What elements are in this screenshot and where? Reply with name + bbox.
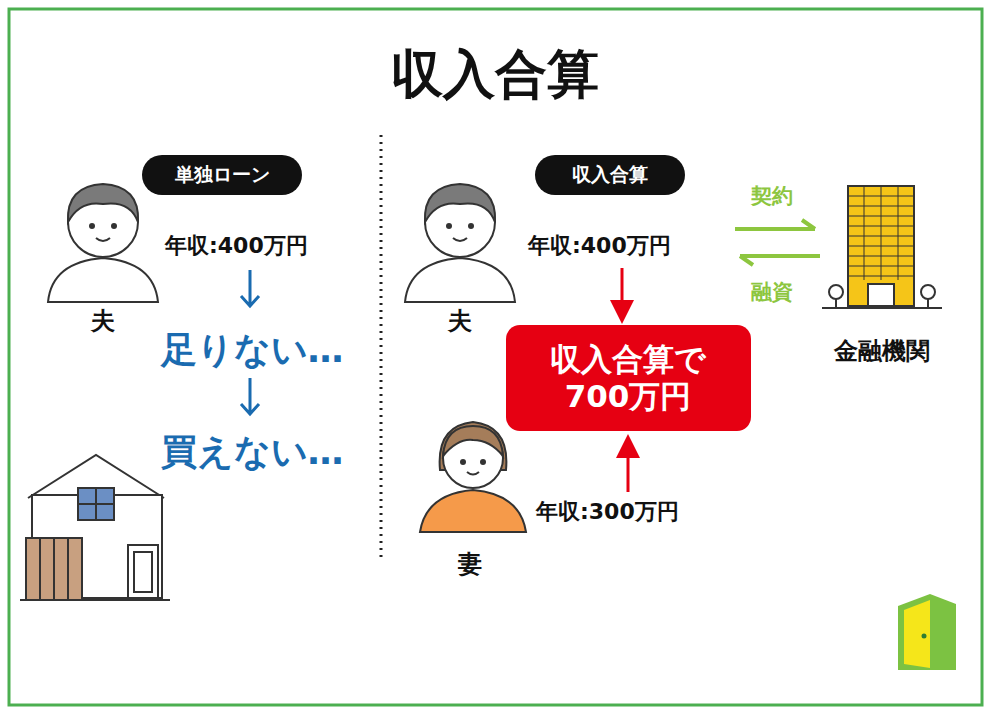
income-label: 年収:300万円 [536, 499, 679, 524]
husband-figure [48, 184, 158, 302]
exchange-arrows [735, 220, 820, 265]
flow-label: 融資 [751, 280, 793, 304]
husband-figure [405, 184, 515, 302]
bank-building [822, 186, 942, 308]
income-label: 年収:400万円 [165, 233, 308, 258]
label-pill: 収入合算 [535, 155, 685, 195]
title: 収入合算 [391, 45, 599, 105]
node-text: 収入合算で 700万円 [550, 341, 706, 415]
red-arrow [621, 268, 624, 312]
institution-label: 金融機関 [834, 338, 930, 366]
flow-label: 契約 [751, 184, 793, 208]
frame [9, 9, 982, 705]
red-arrow [627, 446, 630, 492]
node-text: 単独ローン [175, 162, 270, 188]
result-box: 収入合算で 700万円 [506, 325, 751, 431]
node-text: 収入合算 [572, 162, 648, 188]
person-label: 妻 [458, 551, 482, 579]
message: 買えない… [161, 431, 344, 472]
house-illustration [20, 455, 170, 600]
person-label: 夫 [448, 308, 472, 336]
person-label: 夫 [91, 308, 115, 336]
label-pill: 単独ローン [142, 155, 302, 195]
divider [380, 135, 383, 560]
message: 足りない… [161, 329, 344, 370]
logo [898, 594, 956, 670]
wife-figure [420, 422, 526, 532]
income-label: 年収:400万円 [528, 233, 671, 258]
